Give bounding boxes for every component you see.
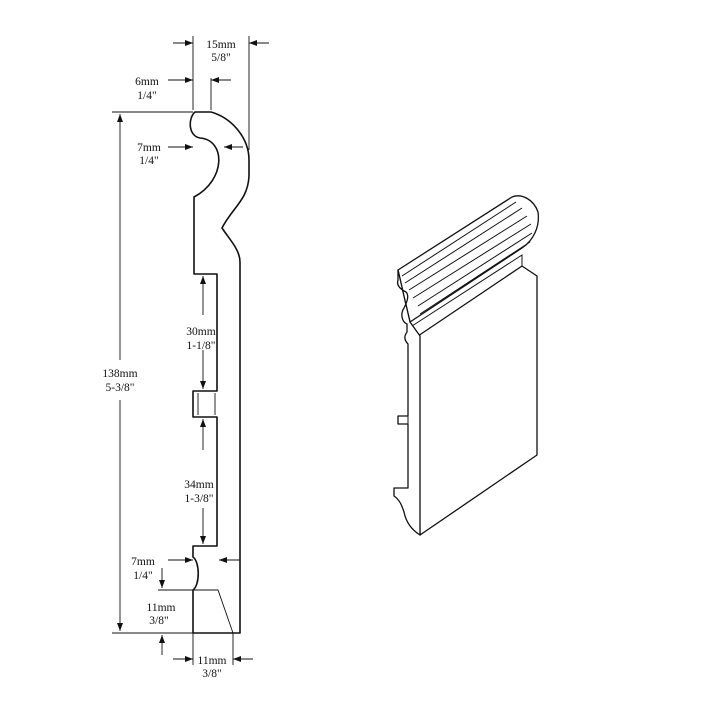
- label-base-width-metric: 11mm: [198, 655, 227, 667]
- label-lower-panel-metric: 34mm: [184, 479, 213, 491]
- label-base-width-imperial: 3/8": [202, 668, 221, 680]
- label-lower-panel-imperial: 1-3/8": [185, 493, 214, 505]
- label-total-height-metric: 138mm: [102, 368, 137, 380]
- profile-outline: [189, 111, 250, 634]
- label-top-width-metric: 15mm: [206, 39, 235, 51]
- iso-end-profile: [393, 269, 421, 536]
- label-bottom-step-metric: 7mm: [131, 556, 155, 568]
- base-chamfer: [193, 589, 234, 634]
- label-total-height-imperial: 5-3/8": [106, 382, 135, 394]
- label-base-height-imperial: 3/8": [149, 615, 168, 627]
- label-top-step-metric: 7mm: [137, 142, 161, 154]
- isometric-view: [393, 195, 540, 536]
- profile-section: [189, 111, 250, 634]
- iso-front-face: [417, 265, 538, 536]
- groove-shadow: [197, 393, 216, 415]
- label-base-height-metric: 11mm: [147, 602, 176, 614]
- dimension-labels: 15mm 5/8" 6mm 1/4" 7mm 1/4" 138mm 5-3/8"…: [102, 39, 235, 680]
- label-upper-panel-imperial: 1-1/8": [187, 340, 216, 352]
- dimension-lines: [112, 36, 269, 665]
- label-bottom-step-imperial: 1/4": [133, 570, 152, 582]
- label-upper-panel-metric: 30mm: [186, 326, 215, 338]
- label-top-width-imperial: 5/8": [211, 52, 230, 64]
- label-top-bead-metric: 6mm: [135, 76, 159, 88]
- label-top-step-imperial: 1/4": [139, 155, 158, 167]
- label-top-bead-imperial: 1/4": [137, 90, 156, 102]
